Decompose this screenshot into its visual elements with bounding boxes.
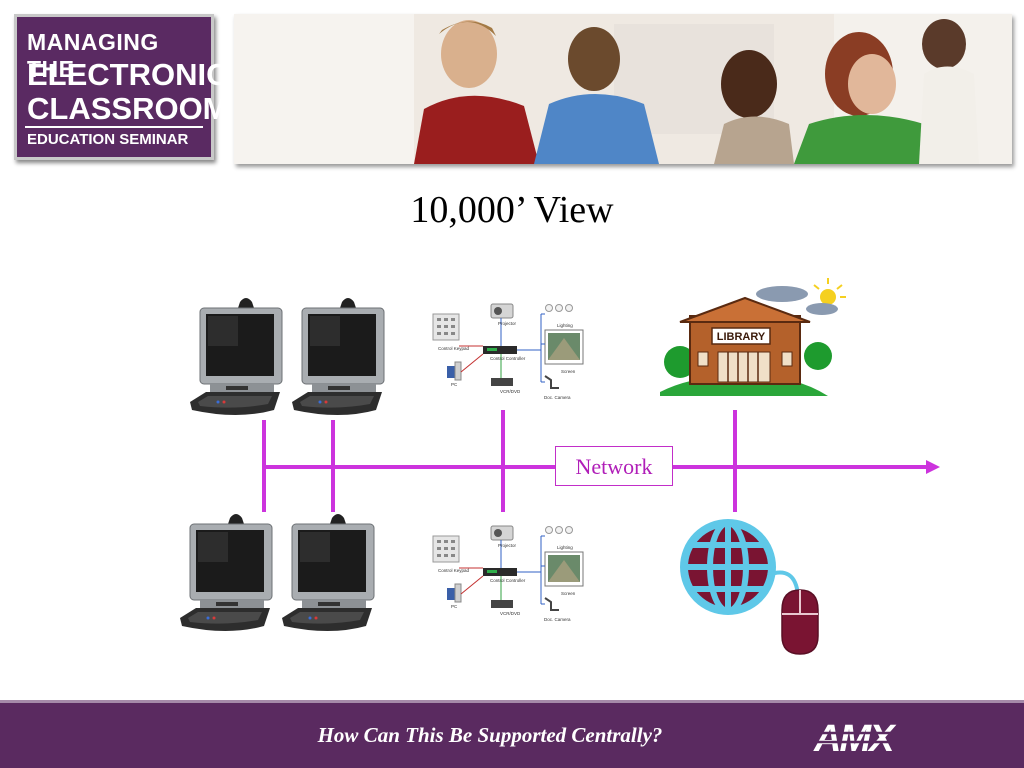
footer-question: How Can This Be Supported Centrally? <box>317 723 663 747</box>
label-screen-bottom: Screen <box>561 591 576 596</box>
label-doc-camera-bottom: Doc. Camera <box>544 617 571 622</box>
logo-line-4: EDUCATION SEMINAR <box>27 131 189 148</box>
label-projector-bottom: Projector <box>498 543 517 548</box>
label-control-controller-bottom: Control Controller <box>490 578 526 583</box>
kiosk-bottom-right <box>281 513 375 632</box>
library-sign-text: LIBRARY <box>717 331 766 343</box>
logo-line-2: ELECTRONIC <box>27 57 229 92</box>
logo-line-1: MANAGING THE <box>27 29 159 82</box>
label-control-keypad-top: Control Keypad <box>438 346 470 351</box>
logo-line-3: CLASSROOM <box>27 91 229 126</box>
seminar-logo: MANAGING THE ELECTRONIC CLASSROOM EDUCAT… <box>14 14 229 160</box>
students-banner-photo <box>234 14 1012 164</box>
computer-mouse-icon <box>781 589 819 655</box>
label-screen-top: Screen <box>561 369 576 374</box>
label-control-keypad-bottom: Control Keypad <box>438 568 470 573</box>
internet-globe-icon <box>680 519 800 615</box>
logo-divider <box>25 126 203 128</box>
label-lighting-top: Lighting <box>557 323 573 328</box>
label-control-controller-top: Control Controller <box>490 356 526 361</box>
label-lighting-bottom: Lighting <box>557 545 573 550</box>
network-arrowhead <box>926 460 940 474</box>
label-vcr-dvd-top: VCR/DVD <box>500 389 521 394</box>
amx-logo-text: AMX <box>813 718 897 759</box>
label-pc-bottom: PC <box>451 604 458 609</box>
kiosk-top-right <box>291 297 385 416</box>
library-building-icon: LIBRARY <box>660 278 846 396</box>
kiosk-bottom-left <box>179 513 273 632</box>
footer-bar: How Can This Be Supported Centrally? AMX <box>0 700 1024 768</box>
kiosk-top-left <box>189 297 283 416</box>
amx-logo: AMX <box>808 718 958 759</box>
label-doc-camera-top: Doc. Camera <box>544 395 571 400</box>
network-label: Network <box>555 446 673 486</box>
label-pc-top: PC <box>451 382 458 387</box>
slide-title: 10,000’ View <box>410 189 614 231</box>
label-vcr-dvd-bottom: VCR/DVD <box>500 611 521 616</box>
label-projector-top: Projector <box>498 321 517 326</box>
